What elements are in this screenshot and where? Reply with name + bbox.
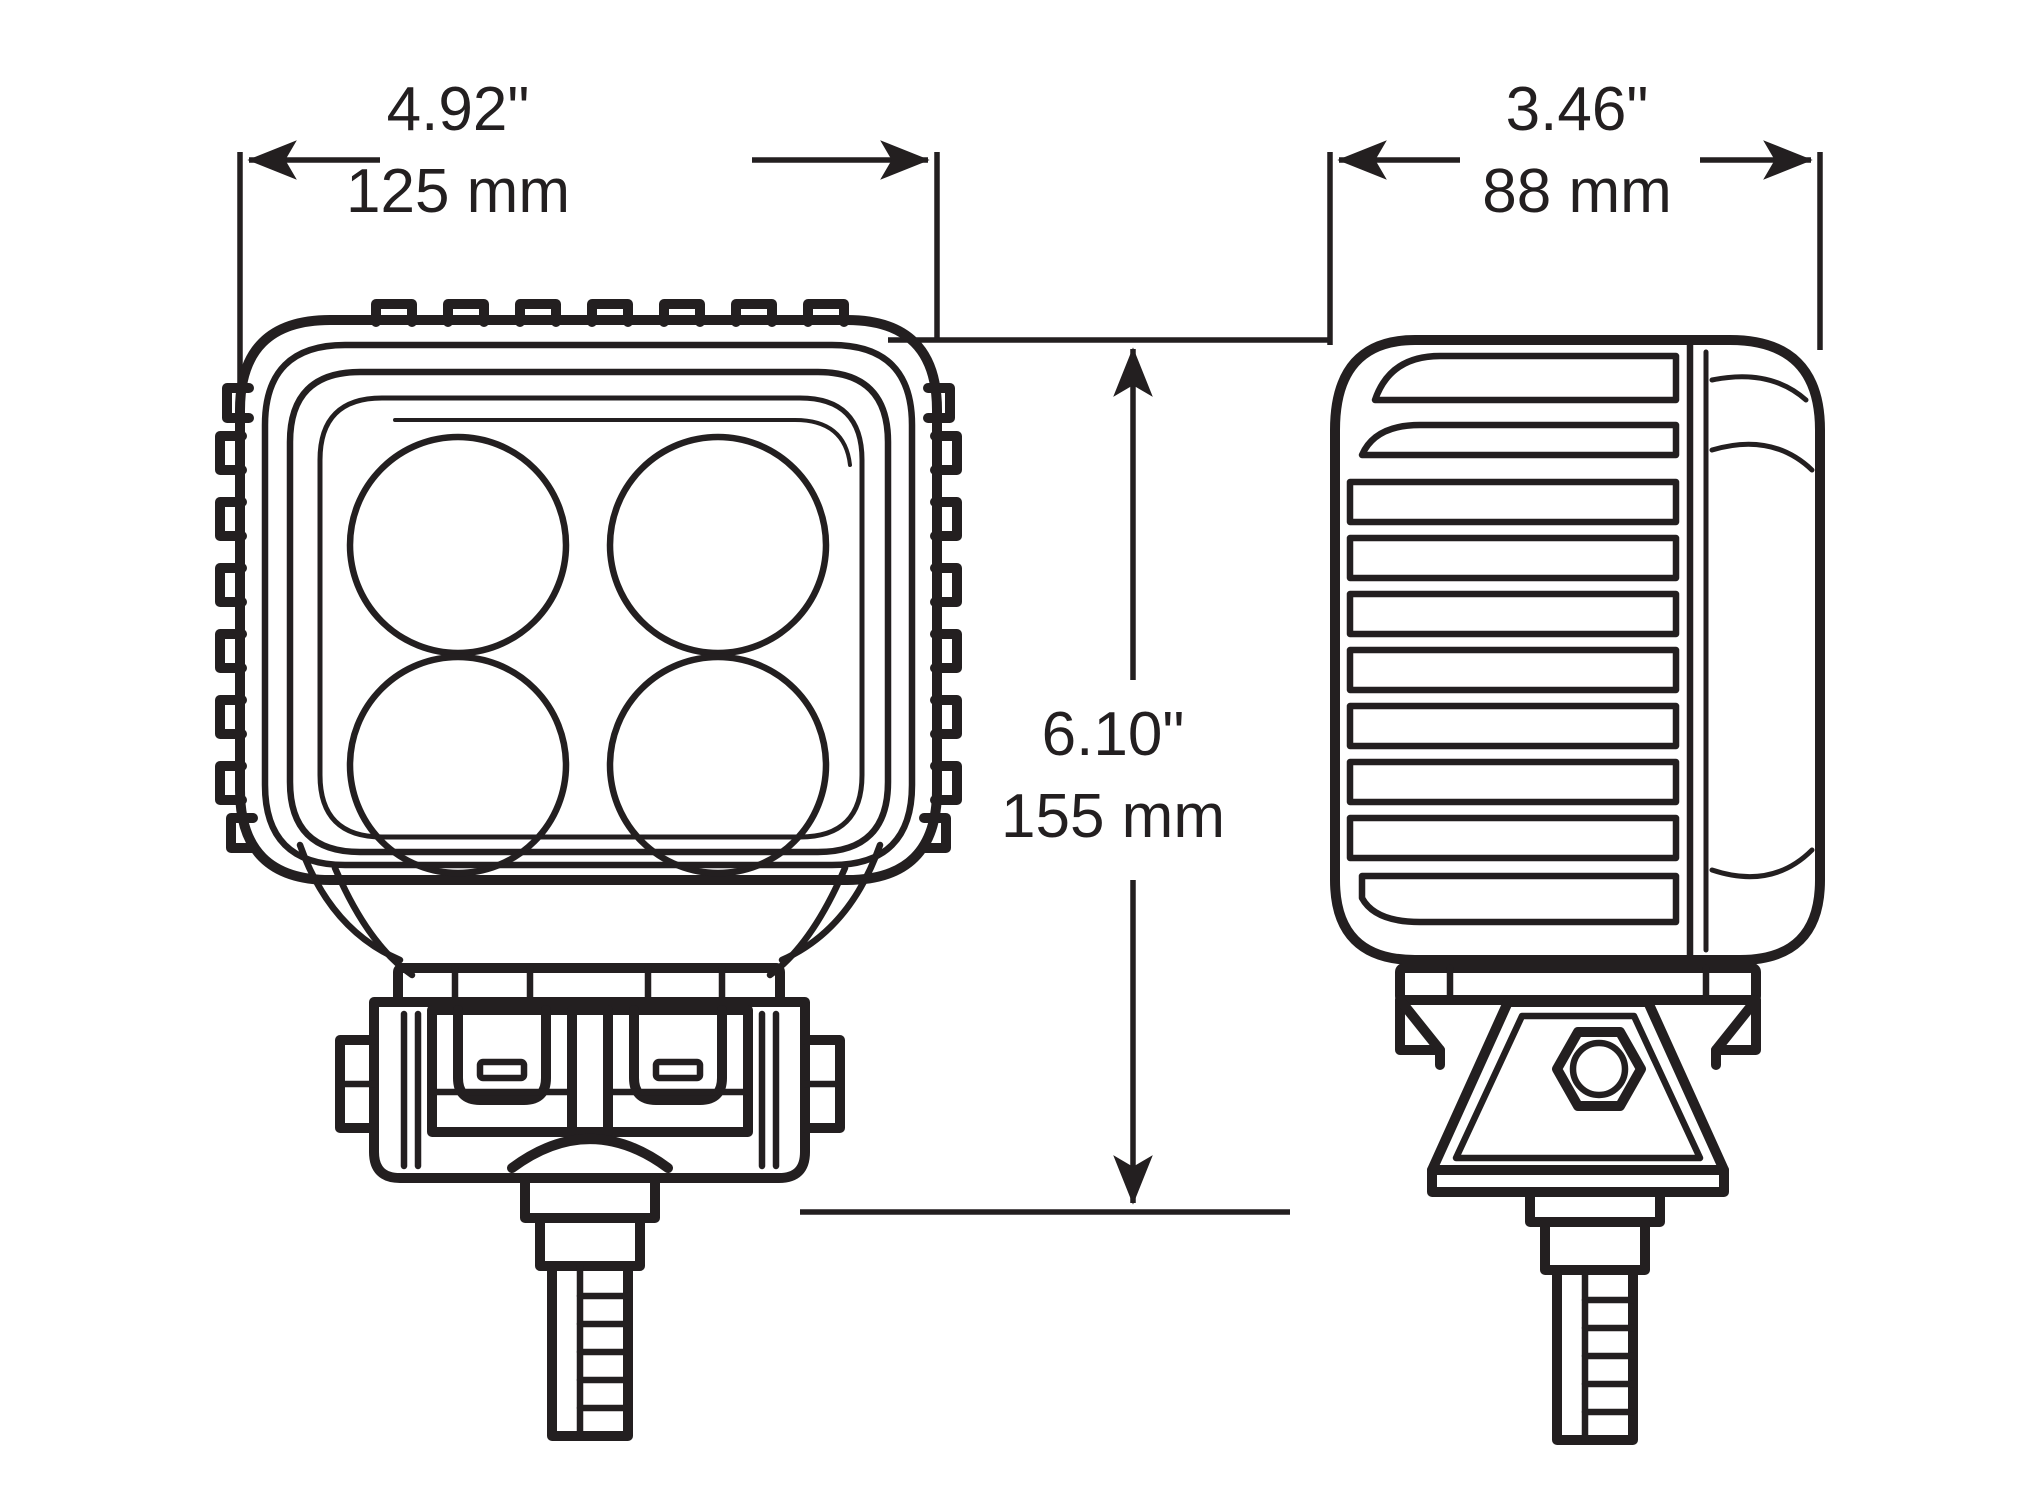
front-housing-ribbed-shell: [215, 299, 962, 885]
front-housing-left-teeth: [215, 383, 258, 853]
lamp-side-view: [1330, 335, 1825, 1445]
side-bracket-right-bevel: [1711, 995, 1761, 1070]
side-fin-3: [1346, 590, 1680, 638]
front-clamp-left-saddle: [453, 1005, 551, 1105]
front-housing-right-teeth: [919, 383, 962, 853]
side-mounting-stud: [1525, 1187, 1665, 1445]
side-lens-top-sweep: [1709, 374, 1809, 403]
side-bracket-right-wing: [1711, 995, 1761, 1055]
front-clamp-right-saddle: [629, 1005, 727, 1105]
front-housing-outer-outline: [235, 315, 942, 885]
side-hex-pivot-bolt: [1552, 1027, 1646, 1111]
front-bezel-ring-1: [261, 341, 916, 869]
side-fin-second-curved: [1358, 421, 1680, 459]
side-fin-4: [1346, 646, 1680, 694]
front-clamp-left-screw-slot: [476, 1058, 528, 1082]
dimension-overall-height: 6.10" 155 mm: [800, 337, 1330, 1215]
side-fin-1: [1346, 478, 1680, 526]
front-bracket-shell: [369, 997, 810, 1183]
height-mm-label: 155 mm: [1001, 782, 1225, 851]
side-fin-7: [1346, 814, 1680, 862]
front-lens-top-highlight: [393, 418, 852, 467]
side-fin-6: [1346, 758, 1680, 806]
width-mm-label: 125 mm: [346, 157, 570, 226]
front-mounting-bracket: [335, 997, 845, 1183]
front-led-array: [346, 433, 830, 877]
dimension-overall-depth: 3.46" 88 mm: [1327, 75, 1823, 350]
side-hex-bolt-head: [1552, 1027, 1646, 1111]
side-bracket-left-bevel: [1395, 995, 1445, 1070]
side-bracket-left-wing: [1395, 995, 1445, 1055]
led-optic-top-right: [606, 433, 830, 657]
height-inches-label: 6.10": [1042, 700, 1185, 769]
side-fin-bottom-curved: [1358, 872, 1680, 926]
front-stud-thread-lines: [576, 1292, 632, 1412]
depth-mm-label: 88 mm: [1482, 157, 1671, 226]
side-mounting-yoke-inner: [1452, 1012, 1704, 1162]
side-fin-top-curved: [1371, 352, 1680, 404]
dimension-overall-width: 4.92" 125 mm: [237, 75, 940, 420]
front-bracket-center-spacer: [567, 1005, 613, 1137]
side-fin-2: [1346, 534, 1680, 582]
front-bezel-ring-2: [286, 368, 892, 856]
side-housing-outline: [1330, 335, 1825, 965]
lamp-front-view: [215, 299, 962, 1441]
front-housing-top-teeth: [371, 299, 849, 327]
front-mounting-stud: [520, 1173, 660, 1441]
side-lens-top-sweep-2: [1709, 441, 1815, 473]
front-clamp-right-screw-slot: [652, 1058, 704, 1082]
led-optic-bottom-right: [606, 653, 830, 877]
side-yoke-base-plate: [1427, 1165, 1729, 1197]
led-optic-top-left: [346, 433, 570, 657]
width-inches-label: 4.92": [387, 75, 530, 144]
side-lens-bottom-sweep: [1709, 847, 1815, 880]
front-bracket-dome-boss: [507, 1134, 673, 1173]
side-hex-bolt-shank: [1569, 1039, 1629, 1099]
depth-inches-label: 3.46": [1506, 75, 1649, 144]
side-heat-sink-fins: [1346, 478, 1680, 862]
side-stud-thread-lines: [1581, 1296, 1637, 1416]
led-optic-bottom-left: [346, 653, 570, 877]
side-fin-5: [1346, 702, 1680, 750]
